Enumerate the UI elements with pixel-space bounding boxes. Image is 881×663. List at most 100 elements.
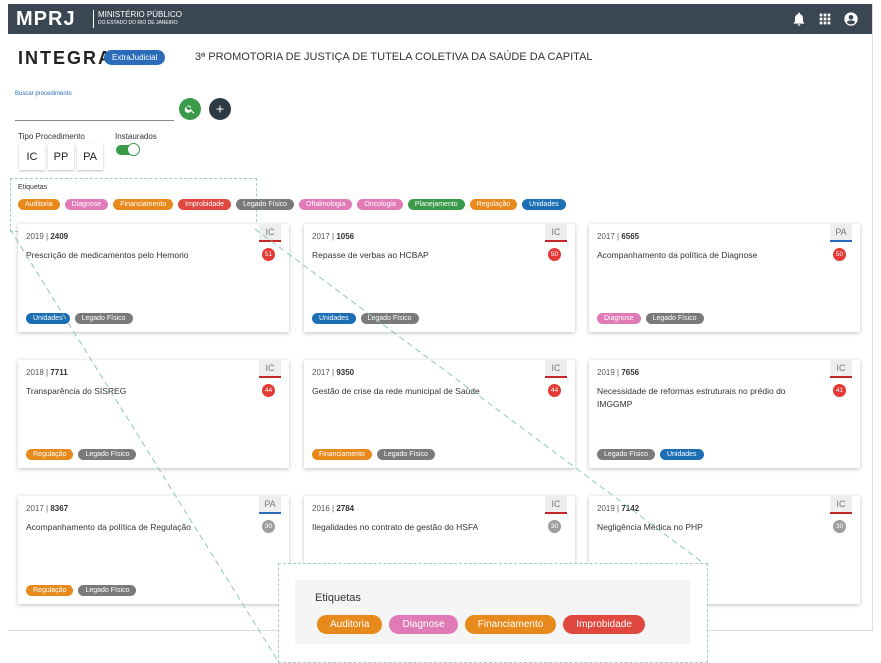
instaurados-label: Instaurados bbox=[115, 132, 157, 141]
card-num-value: 6565 bbox=[621, 232, 640, 241]
card-num-value: 7142 bbox=[621, 504, 640, 513]
search-button[interactable] bbox=[179, 98, 201, 120]
card-num-value: 7711 bbox=[50, 368, 68, 377]
tipo-ic-button[interactable]: IC bbox=[19, 144, 45, 170]
card-num-value: 2409 bbox=[50, 232, 69, 241]
card-title: Acompanhamento da política de Diagnose bbox=[597, 250, 758, 260]
zoom-tag-diagnose[interactable]: Diagnose bbox=[389, 615, 458, 634]
card-year: 2018 bbox=[26, 368, 44, 377]
card-title: Prescrição de medicamentos pelo Hemorio bbox=[26, 250, 189, 260]
tag-financiamento[interactable]: Financiamento bbox=[113, 199, 174, 210]
card-year: 2019 bbox=[26, 232, 44, 241]
card-tag[interactable]: Legado Físico bbox=[78, 449, 137, 460]
card-tags: Unidades Legado Físico bbox=[312, 313, 419, 324]
card-tag[interactable]: Legado Físico bbox=[376, 449, 435, 460]
page-title: 3ª PROMOTORIA DE JUSTIÇA DE TUTELA COLET… bbox=[195, 51, 593, 63]
card-number: 2019 | 7656 bbox=[597, 368, 640, 377]
card-tag[interactable]: Legado Físico bbox=[74, 313, 133, 324]
card-num-value: 2784 bbox=[336, 504, 355, 513]
zoom-tags-row: Auditoria Diagnose Financiamento Improbi… bbox=[317, 615, 645, 634]
zoom-tag-financiamento[interactable]: Financiamento bbox=[464, 615, 557, 634]
account-icon[interactable] bbox=[842, 10, 860, 28]
card-title: Negligência Médica no PHP bbox=[597, 522, 703, 532]
tag-diagnose[interactable]: Diagnose bbox=[64, 199, 109, 210]
mprj-logo[interactable]: MPRJ bbox=[16, 8, 76, 30]
tags-row: Auditoria Diagnose Financiamento Improbi… bbox=[18, 199, 566, 210]
instaurados-toggle[interactable] bbox=[116, 143, 140, 156]
card-type-badge: IC bbox=[259, 360, 281, 378]
tipo-procedimento-label: Tipo Procedimento bbox=[18, 132, 85, 141]
card-tags: Regulação Legado Físico bbox=[26, 585, 137, 596]
card-number: 2019 | 7142 bbox=[597, 504, 640, 513]
card-year: 2017 bbox=[26, 504, 44, 513]
tag-oncologia[interactable]: Oncologia bbox=[357, 199, 403, 210]
card-type-badge: PA bbox=[830, 224, 852, 242]
card-type-badge: IC bbox=[830, 496, 852, 514]
card-number: 2016 | 2784 bbox=[312, 504, 355, 513]
card-count-badge: 41 bbox=[833, 384, 846, 397]
card-year: 2017 bbox=[312, 232, 330, 241]
tag-unidades[interactable]: Unidades bbox=[522, 199, 566, 210]
tag-planejamento[interactable]: Planejamento bbox=[407, 199, 465, 210]
plus-icon bbox=[216, 105, 224, 113]
card-year: 2017 bbox=[597, 232, 615, 241]
card-tag[interactable]: Legado Físico bbox=[597, 449, 655, 460]
card-count-badge: 44 bbox=[548, 384, 561, 397]
card-count-badge: 30 bbox=[833, 520, 846, 533]
apps-grid-icon[interactable] bbox=[816, 10, 834, 28]
search-label: Buscar procedimento bbox=[15, 91, 72, 97]
card-count-badge: 30 bbox=[262, 520, 275, 533]
card-year: 2017 bbox=[312, 368, 330, 377]
card-title: Necessidade de reformas estruturais no p… bbox=[597, 386, 786, 409]
tag-oftalmologia[interactable]: Oftalmologia bbox=[299, 199, 353, 210]
card-tags: Financiamento Legado Físico bbox=[312, 449, 435, 460]
card-year: 2016 bbox=[312, 504, 330, 513]
card-tags: Diagnose Legado Físico bbox=[597, 313, 704, 324]
card-tag[interactable]: Legado Físico bbox=[360, 313, 419, 324]
tag-regulacao[interactable]: Regulação bbox=[469, 199, 518, 210]
org-name: Ministério Público bbox=[98, 10, 183, 19]
etiquetas-label: Etiquetas bbox=[18, 184, 48, 191]
card-type-badge: IC bbox=[545, 360, 567, 378]
card-tag[interactable]: Unidades bbox=[312, 313, 356, 324]
card-count-badge: 44 bbox=[262, 384, 275, 397]
card-tag[interactable]: Diagnose bbox=[597, 313, 641, 324]
card-tag[interactable]: Unidades bbox=[659, 449, 704, 460]
card-type-badge: IC bbox=[545, 224, 567, 242]
tag-improbidade[interactable]: Improbidade bbox=[178, 199, 232, 210]
card-num-value: 8367 bbox=[50, 504, 69, 513]
tags-zoom-callout: Etiquetas Auditoria Diagnose Financiamen… bbox=[278, 563, 708, 663]
card-tag[interactable]: Financiamento bbox=[312, 449, 372, 460]
zoom-tag-auditoria[interactable]: Auditoria bbox=[317, 615, 383, 634]
card-tag[interactable]: Regulação bbox=[26, 585, 74, 596]
top-icons bbox=[790, 10, 860, 28]
app-frame: MPRJ Ministério Público do Estado do Rio… bbox=[8, 4, 873, 631]
tipo-pa-button[interactable]: PA bbox=[77, 144, 103, 170]
add-button[interactable] bbox=[209, 98, 231, 120]
card-number: 2017 | 1056 bbox=[312, 232, 355, 241]
card-number: 2017 | 9350 bbox=[312, 368, 355, 377]
card-tag[interactable]: Legado Físico bbox=[78, 585, 137, 596]
card-tag[interactable]: Regulação bbox=[26, 449, 74, 460]
zoom-etiquetas-label: Etiquetas bbox=[315, 592, 361, 604]
card-type-badge: IC bbox=[545, 496, 567, 514]
card-tag[interactable]: Unidades bbox=[26, 313, 70, 324]
tipo-pp-button[interactable]: PP bbox=[48, 144, 74, 170]
card-tags: Unidades Legado Físico bbox=[26, 313, 133, 324]
card-tag[interactable]: Legado Físico bbox=[645, 313, 704, 324]
card-num-value: 7656 bbox=[621, 368, 640, 377]
card-number: 2017 | 6565 bbox=[597, 232, 640, 241]
tag-auditoria[interactable]: Auditoria bbox=[18, 199, 60, 210]
card-number: 2019 | 2409 bbox=[26, 232, 69, 241]
bell-icon[interactable] bbox=[790, 10, 808, 28]
search-input[interactable] bbox=[15, 102, 174, 121]
zoom-tag-improbidade[interactable]: Improbidade bbox=[563, 615, 645, 634]
tag-legado-fisico[interactable]: Legado Físico bbox=[236, 199, 295, 210]
